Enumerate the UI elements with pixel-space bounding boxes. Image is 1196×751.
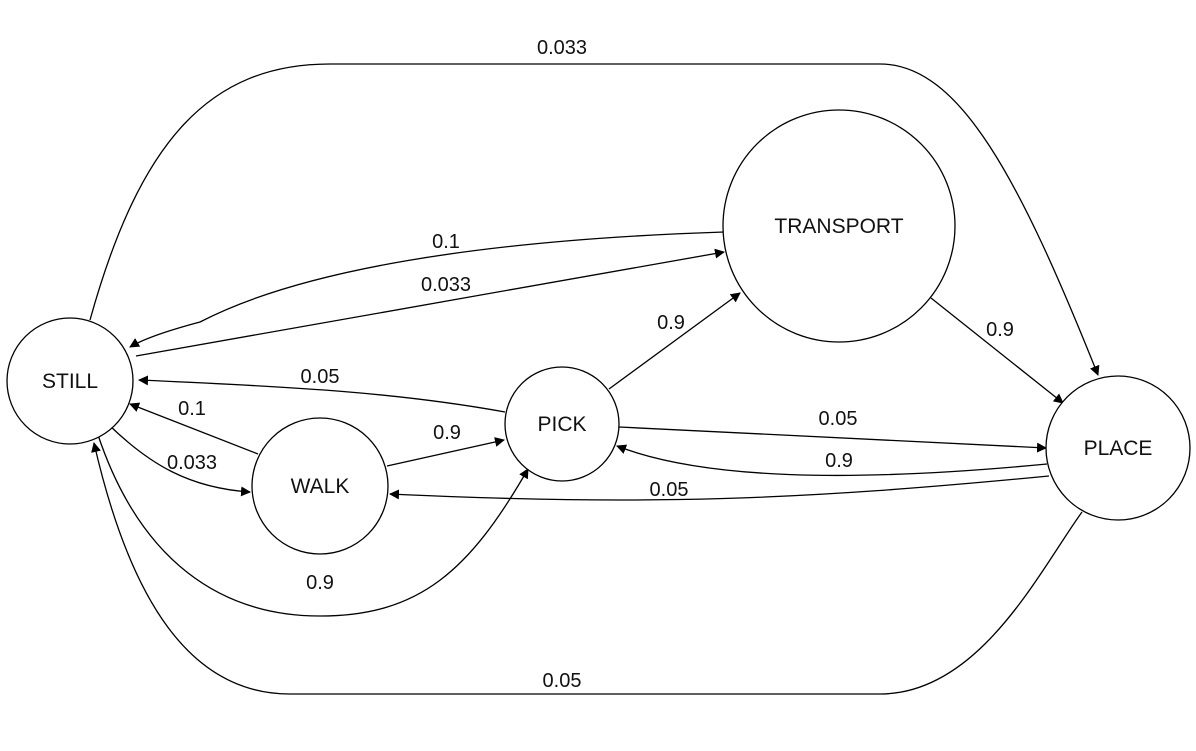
edge-still-to-place	[89, 63, 1100, 376]
edge-label-walk-to-still: 0.1	[178, 398, 206, 420]
node-transport-circle	[722, 109, 956, 343]
node-still: STILL	[6, 317, 134, 445]
node-walk: WALK	[251, 417, 389, 555]
node-place-label: PLACE	[1084, 437, 1153, 460]
edge-label-transport-to-place: 0.9	[986, 319, 1014, 341]
edge-label-still-to-walk: 0.033	[167, 452, 217, 474]
node-pick: PICK	[504, 366, 620, 482]
edge-label-place-to-walk: 0.05	[650, 479, 689, 501]
node-walk-circle	[251, 417, 389, 555]
node-pick-circle	[504, 366, 620, 482]
node-walk-label: WALK	[291, 475, 350, 498]
edge-label-still-to-pick: 0.9	[306, 572, 334, 594]
edge-place-to-walk	[389, 475, 1050, 501]
edge-still-to-walk	[107, 423, 251, 497]
edge-transport-to-still	[129, 231, 725, 348]
node-pick-label: PICK	[537, 413, 586, 436]
edge-transport-to-place	[930, 297, 1064, 404]
edge-label-place-to-pick: 0.9	[825, 450, 853, 472]
edge-walk-to-pick	[386, 437, 505, 467]
edge-label-pick-to-transport: 0.9	[657, 312, 685, 334]
node-still-circle	[6, 317, 134, 445]
node-place: PLACE	[1045, 375, 1191, 521]
edge-place-to-still	[91, 442, 1083, 695]
edge-pick-to-place	[618, 426, 1047, 453]
node-place-circle	[1045, 375, 1191, 521]
edge-place-to-pick	[616, 444, 1048, 477]
edge-label-pick-to-place: 0.05	[819, 408, 858, 430]
edge-label-transport-to-still: 0.1	[432, 231, 460, 253]
edge-pick-to-transport	[608, 292, 741, 390]
edges	[89, 63, 1100, 695]
edge-label-pick-to-still: 0.05	[301, 366, 340, 388]
node-still-label: STILL	[42, 370, 98, 393]
node-transport-label: TRANSPORT	[774, 215, 903, 238]
edge-label-still-to-transport: 0.033	[421, 274, 471, 296]
edge-pick-to-still	[138, 375, 506, 413]
edge-label-walk-to-pick: 0.9	[433, 422, 461, 444]
edge-walk-to-still	[129, 402, 259, 455]
edge-label-place-to-still: 0.05	[543, 670, 582, 692]
edge-still-to-pick	[97, 434, 529, 617]
edge-labels: 0.033 0.1 0.033 0.9 0.9 0.05 0.1 0.9 0.0…	[167, 37, 1014, 692]
edge-label-still-to-place: 0.033	[537, 37, 587, 59]
edge-still-to-transport	[135, 248, 725, 357]
node-transport: TRANSPORT	[722, 109, 956, 343]
